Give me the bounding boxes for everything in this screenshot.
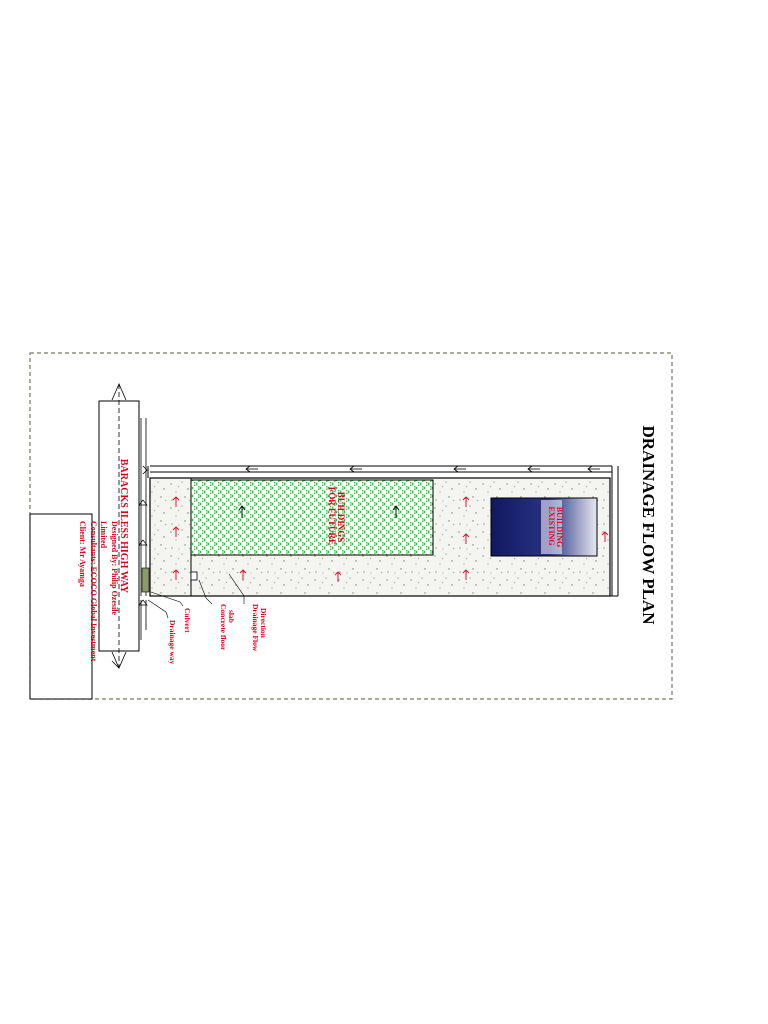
legend-drainage-flow: Drainage Flow Direction bbox=[251, 604, 268, 653]
info-box-text: Client: Mr Ayamga Consultants: ECOCO Glo… bbox=[78, 521, 119, 663]
legend-concrete-slab-line-2: slab bbox=[227, 610, 236, 623]
future-buildings-line-1: FOR FUTURE bbox=[327, 487, 337, 545]
legend-concrete-slab-line-1: Concrete floor bbox=[219, 604, 228, 651]
legend-drainage-way: Drainage way bbox=[168, 620, 177, 665]
channel-arrows bbox=[245, 465, 600, 473]
culvert bbox=[141, 567, 150, 593]
existing-building-label: EXISTING BUILDING bbox=[541, 500, 564, 554]
legend-leaders bbox=[147, 573, 245, 619]
future-buildings-zone bbox=[190, 479, 434, 556]
legend-concrete-slab: Concrete floor slab bbox=[219, 604, 236, 652]
existing-building-line-2: BUILDING bbox=[555, 507, 564, 547]
highway-label: BARACKS ILESS HIGH WAY bbox=[118, 459, 129, 594]
concrete-slab bbox=[190, 571, 198, 581]
top-drainage-channel bbox=[147, 465, 619, 597]
highway bbox=[98, 383, 140, 669]
legend-culvert: Culvert bbox=[183, 608, 192, 633]
existing-building-line-1: EXISTING bbox=[547, 506, 556, 545]
drainage-flow-arrows bbox=[172, 496, 609, 582]
future-buildings-label: FOR FUTURE BUILDINGS bbox=[327, 487, 346, 548]
info-client: Client: Mr Ayamga bbox=[78, 521, 87, 587]
page-title: DRAINAGE FLOW PLAN bbox=[639, 426, 658, 626]
future-zone-arrows bbox=[238, 505, 400, 518]
info-designer: Designed By: Philip Ozesile bbox=[110, 521, 119, 615]
legend-drainage-flow-line-1: Drainage Flow bbox=[251, 604, 260, 652]
svg-text:EXISTING BUILDING: EXISTING BUILDING bbox=[547, 506, 564, 547]
future-buildings-line-2: BUILDINGS bbox=[336, 492, 346, 543]
legend-drainage-flow-line-2: Direction bbox=[259, 608, 268, 639]
info-consultants-2: Limited bbox=[99, 521, 108, 549]
info-box bbox=[29, 513, 93, 700]
drainage-way bbox=[138, 418, 148, 640]
info-consultants-1: Consultants: ECOCO Global Investment bbox=[89, 521, 98, 662]
